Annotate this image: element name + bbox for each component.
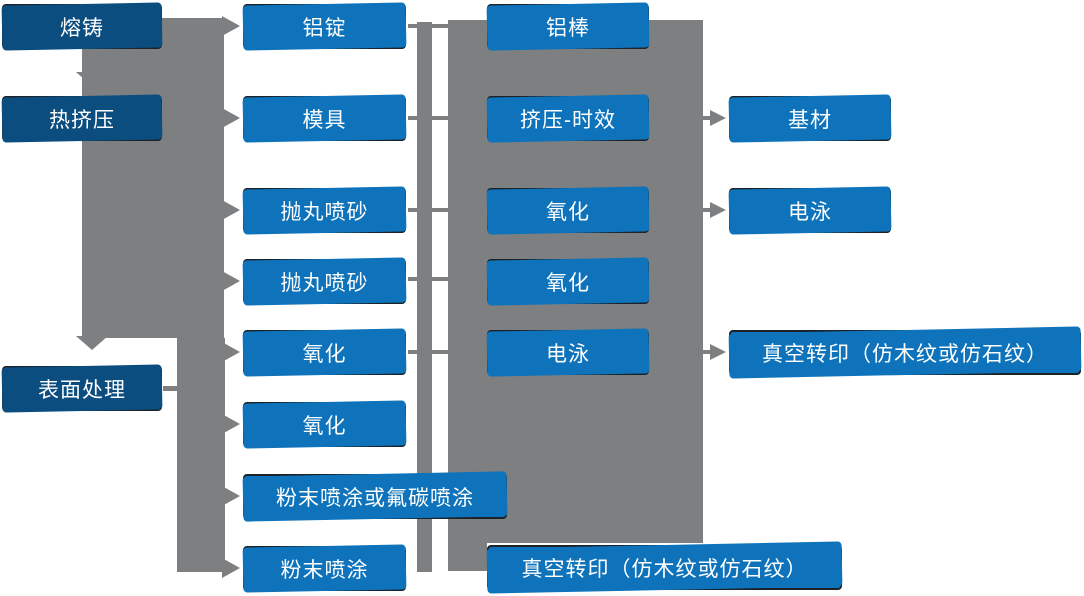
node-mold: 模具: [243, 96, 406, 141]
node-vacuum-transfer-2: 真空转印（仿木纹或仿石纹）: [729, 330, 1081, 375]
arrow-to-powder-coating-icon: [222, 558, 240, 578]
node-melt-casting: 熔铸: [2, 4, 162, 49]
node-oxidation-3: 氧化: [487, 188, 649, 233]
node-aluminum-ingot: 铝锭: [243, 4, 406, 49]
node-surface-treatment: 表面处理: [2, 366, 162, 411]
connector-stub-aluminum-rod: [408, 24, 448, 28]
node-electrophoresis-2: 电泳: [729, 188, 891, 233]
node-hot-extrusion: 热挤压: [2, 96, 162, 141]
node-shot-blasting-1: 抛丸喷砂: [243, 188, 406, 233]
connector-bus-vertical: [417, 22, 432, 572]
arrow-down-to-surface-treatment-icon: [76, 336, 108, 350]
arrow-to-aluminum-ingot-icon: [222, 16, 240, 36]
node-aluminum-rod: 铝棒: [487, 4, 649, 49]
arrow-to-shot-blasting-2-icon: [222, 271, 240, 291]
node-extrusion-aging: 挤压-时效: [487, 96, 649, 141]
arrow-to-oxidation-1-icon: [222, 342, 240, 362]
node-oxidation-2: 氧化: [243, 402, 406, 447]
arrow-down-to-hot-extrusion-icon: [76, 72, 108, 86]
arrow-to-base-material-icon: [710, 110, 726, 126]
connector-stub-extrusion-aging: [408, 116, 448, 120]
connector-stub-oxidation-3: [408, 208, 448, 212]
connector-shaft-vacuum-transfer-2: [703, 350, 712, 354]
arrow-to-oxidation-2-icon: [222, 414, 240, 434]
node-oxidation-1: 氧化: [243, 330, 406, 375]
node-vacuum-transfer-1: 真空转印（仿木纹或仿石纹）: [487, 545, 842, 590]
node-oxidation-4: 氧化: [487, 259, 649, 304]
connector-trunk-main: [82, 18, 224, 338]
node-base-material: 基材: [729, 96, 891, 141]
connector-stub-oxidation-4: [408, 277, 448, 281]
connector-shaft-base-material: [703, 116, 712, 120]
node-powder-or-fluorocarbon-coating: 粉末喷涂或氟碳喷涂: [243, 474, 507, 519]
connector-shaft-electrophoresis-2: [703, 208, 712, 212]
connector-block-bottom-strip: [448, 543, 487, 571]
node-electrophoresis-1: 电泳: [487, 330, 649, 375]
node-powder-coating: 粉末喷涂: [243, 546, 406, 591]
connector-stub-electrophoresis-1: [408, 350, 448, 354]
arrow-to-vacuum-transfer-2-icon: [710, 344, 726, 360]
arrow-to-electrophoresis-2-icon: [710, 202, 726, 218]
connector-trunk-lower: [177, 338, 225, 572]
arrow-to-powder-fluorocarbon-icon: [222, 486, 240, 506]
node-shot-blasting-2: 抛丸喷砂: [243, 259, 406, 304]
arrow-to-mold-icon: [222, 108, 240, 128]
connector-surface-treatment-stub: [163, 386, 179, 391]
arrow-to-shot-blasting-1-icon: [222, 200, 240, 220]
